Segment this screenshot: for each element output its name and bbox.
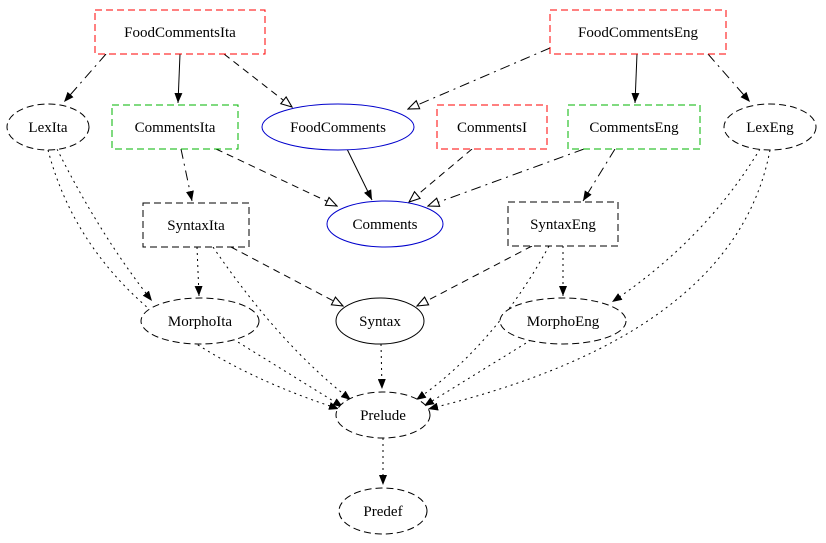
node-label-LexEng: LexEng <box>746 120 794 136</box>
edge-FoodCommentsIta-to-CommentsIta <box>174 53 183 104</box>
node-label-CommentsEng: CommentsEng <box>589 120 679 136</box>
edge-FoodCommentsIta-to-LexIta <box>63 53 107 103</box>
edge-CommentsEng-to-Comments <box>428 148 585 206</box>
edge-CommentsIta-to-SyntaxIta <box>180 148 194 202</box>
node-label-CommentsIta: CommentsIta <box>135 120 216 136</box>
node-MorphoEng: MorphoEng <box>499 297 627 345</box>
box-CommentsI <box>436 104 548 150</box>
ellipse-FoodComments <box>261 103 415 151</box>
box-FoodCommentsIta <box>94 9 266 55</box>
node-LexEng: LexEng <box>723 103 817 151</box>
node-label-Syntax: Syntax <box>359 314 401 330</box>
edge-FoodCommentsEng-to-CommentsEng <box>631 53 640 104</box>
node-label-MorphoIta: MorphoIta <box>168 314 232 330</box>
edge-FoodCommentsEng-to-FoodComments <box>408 47 551 109</box>
edge-LexIta-to-Prelude <box>47 149 340 410</box>
node-label-FoodCommentsIta: FoodCommentsIta <box>124 25 236 41</box>
box-CommentsEng <box>567 104 701 150</box>
node-label-FoodCommentsEng: FoodCommentsEng <box>578 25 699 41</box>
ellipse-MorphoIta <box>140 297 260 345</box>
node-label-Comments: Comments <box>352 217 417 233</box>
edge-SyntaxEng-to-Prelude <box>415 245 550 401</box>
edge-CommentsEng-to-SyntaxEng <box>582 148 616 202</box>
edge-CommentsIta-to-Comments <box>215 148 337 206</box>
edge-SyntaxEng-to-Syntax <box>417 245 533 306</box>
edge-LexIta-to-MorphoIta <box>56 148 153 302</box>
edge-Syntax-to-Prelude <box>377 343 386 390</box>
node-Predef: Predef <box>338 487 428 535</box>
edge-CommentsI-to-Comments <box>409 148 473 202</box>
node-label-Predef: Predef <box>363 504 402 520</box>
edges-layer <box>47 47 771 485</box>
node-Syntax: Syntax <box>335 297 425 345</box>
edge-MorphoIta-to-Prelude <box>232 338 344 408</box>
ellipse-Prelude <box>335 391 431 439</box>
ellipse-Syntax <box>335 297 425 345</box>
ellipse-Comments <box>326 200 444 248</box>
node-CommentsI: CommentsI <box>436 104 548 150</box>
ellipse-LexEng <box>723 103 817 151</box>
node-label-FoodComments: FoodComments <box>290 120 386 136</box>
box-SyntaxEng <box>507 201 619 247</box>
node-label-SyntaxIta: SyntaxIta <box>167 218 225 234</box>
ellipse-MorphoEng <box>499 297 627 345</box>
node-CommentsIta: CommentsIta <box>111 104 239 150</box>
edge-SyntaxIta-to-Syntax <box>230 246 343 306</box>
node-label-CommentsI: CommentsI <box>457 120 527 136</box>
node-label-MorphoEng: MorphoEng <box>527 314 600 330</box>
node-FoodCommentsEng: FoodCommentsEng <box>549 9 727 55</box>
node-FoodCommentsIta: FoodCommentsIta <box>94 9 266 55</box>
node-Comments: Comments <box>326 200 444 248</box>
box-CommentsIta <box>111 104 239 150</box>
node-label-LexIta: LexIta <box>28 120 67 136</box>
edge-FoodComments-to-Comments <box>346 148 373 201</box>
node-label-Prelude: Prelude <box>360 408 406 424</box>
node-LexIta: LexIta <box>6 103 90 151</box>
node-Prelude: Prelude <box>335 391 431 439</box>
edge-SyntaxIta-to-MorphoIta <box>194 246 203 297</box>
box-SyntaxIta <box>142 202 250 248</box>
edge-FoodCommentsEng-to-LexEng <box>707 53 751 103</box>
edge-LexEng-to-Prelude <box>427 149 771 411</box>
box-FoodCommentsEng <box>549 9 727 55</box>
node-MorphoIta: MorphoIta <box>140 297 260 345</box>
node-CommentsEng: CommentsEng <box>567 104 701 150</box>
edge-LexEng-to-MorphoEng <box>611 148 761 303</box>
node-SyntaxEng: SyntaxEng <box>507 201 619 247</box>
edge-FoodCommentsIta-to-FoodComments <box>223 53 292 107</box>
node-label-SyntaxEng: SyntaxEng <box>530 217 596 233</box>
ellipse-Predef <box>338 487 428 535</box>
node-SyntaxIta: SyntaxIta <box>142 202 250 248</box>
node-FoodComments: FoodComments <box>261 103 415 151</box>
ellipse-LexIta <box>6 103 90 151</box>
